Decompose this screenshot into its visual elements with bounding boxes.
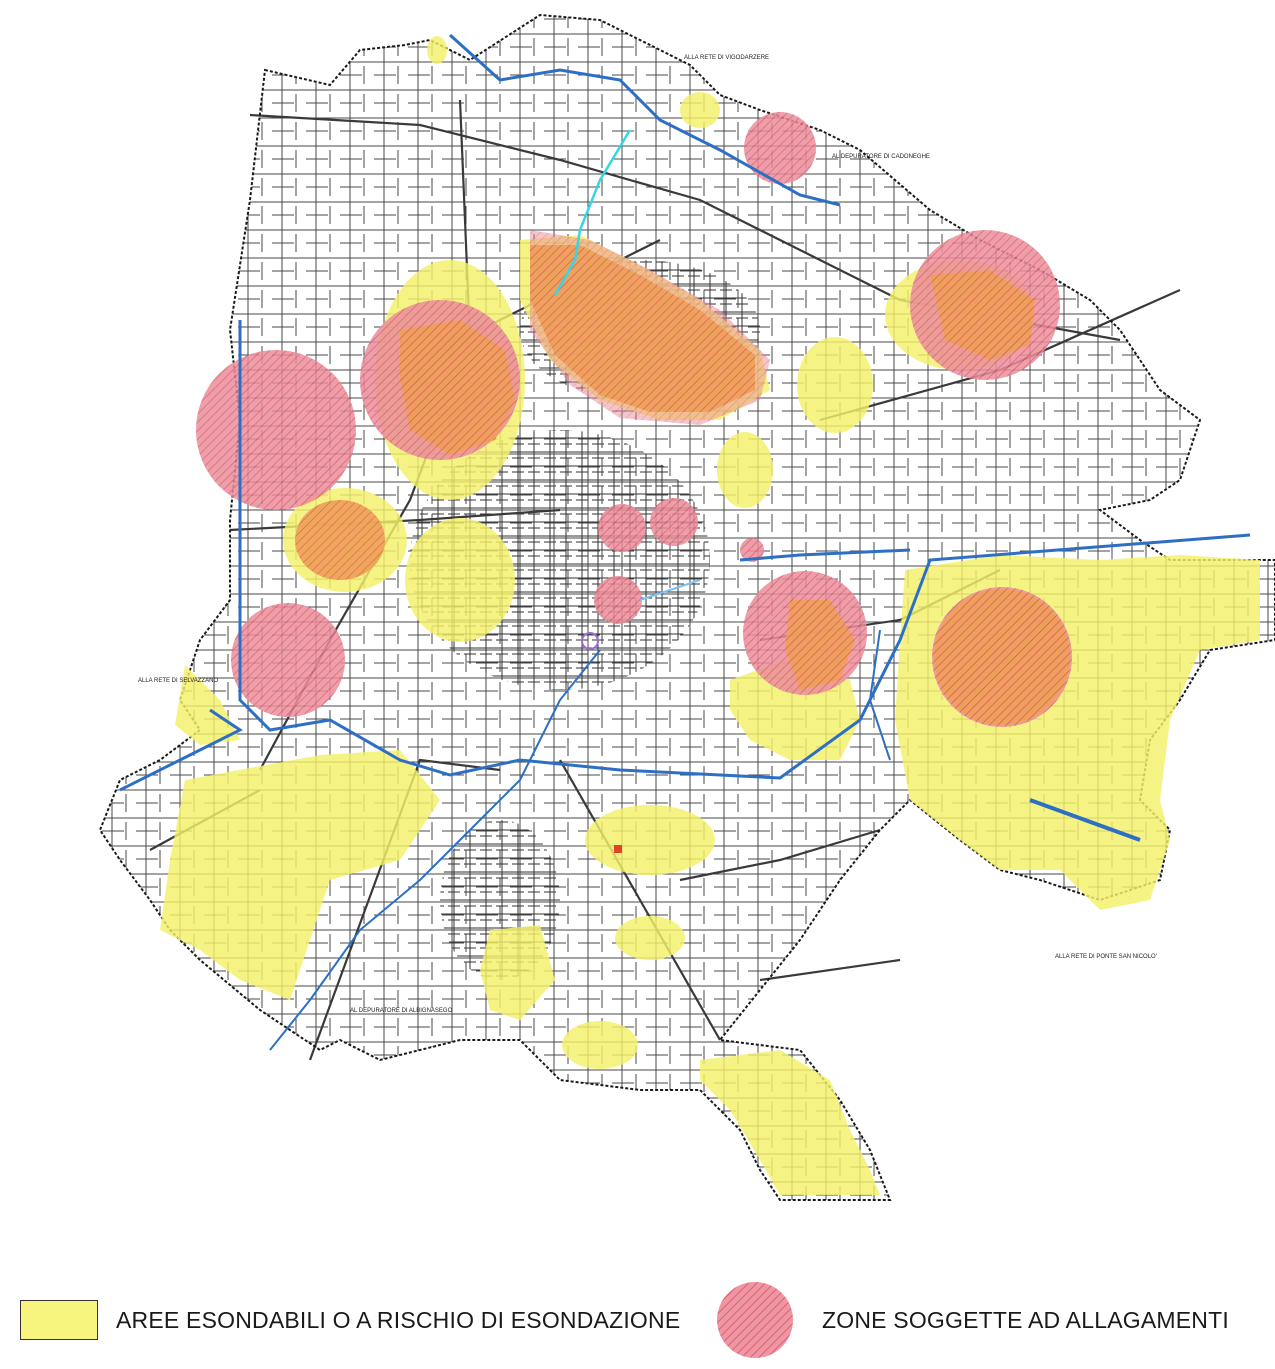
flood-risk-map: ALLA RETE DI VIGODARZERE AL DEPURATORE D…	[98, 13, 1275, 1201]
legend-flood-label: AREE ESONDABILI O A RISCHIO DI ESONDAZIO…	[116, 1306, 681, 1333]
canals	[119, 33, 1251, 1051]
legend: AREE ESONDABILI O A RISCHIO DI ESONDAZIO…	[0, 1270, 1275, 1369]
overlap-areas	[295, 245, 1070, 725]
legend-waterlogging: ZONE SOGGETTE AD ALLAGAMENTI	[716, 1281, 1229, 1359]
flood-swatch-icon	[20, 1300, 98, 1340]
waterlogging-swatch-icon	[717, 1282, 793, 1358]
purple-marker	[581, 632, 599, 650]
label-ponte-san-nicolo: ALLA RETE DI PONTE SAN NICOLO'	[1055, 954, 1157, 960]
label-selvazzano: ALLA RETE DI SELVAZZANO	[138, 678, 218, 684]
legend-flood: AREE ESONDABILI O A RISCHIO DI ESONDAZIO…	[20, 1300, 680, 1340]
map-labels: ALLA RETE DI VIGODARZERE AL DEPURATORE D…	[138, 55, 1157, 1014]
label-albignasego: AL DEPURATORE DI ALBIGNASEGO	[350, 1008, 453, 1014]
legend-waterlogging-label: ZONE SOGGETTE AD ALLAGAMENTI	[822, 1306, 1229, 1333]
label-cadoneghe: AL DEPURATORE DI CADONEGHE	[832, 154, 930, 160]
red-marker	[614, 845, 622, 853]
label-vigodarzere: ALLA RETE DI VIGODARZERE	[684, 55, 769, 61]
